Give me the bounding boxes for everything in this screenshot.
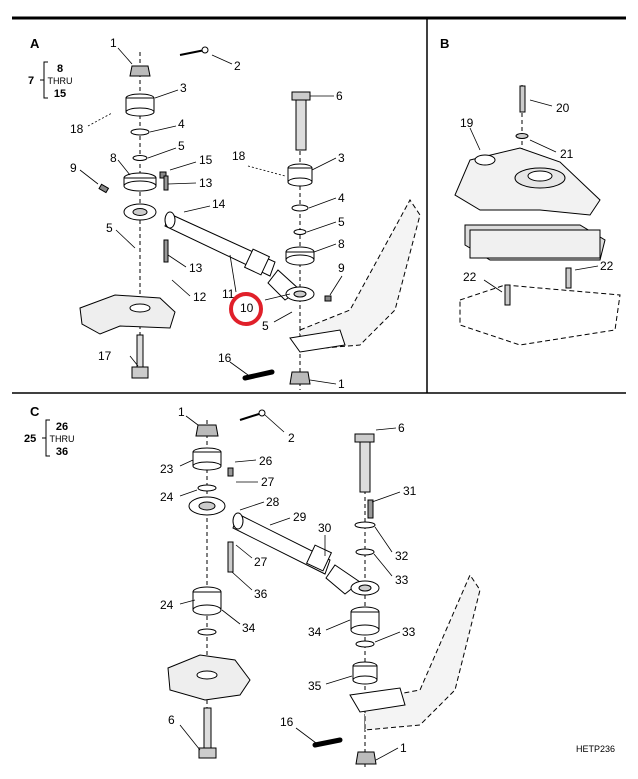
callout-label: 32 xyxy=(395,549,409,563)
callout-label: 34 xyxy=(308,625,322,639)
callout-label: 5 xyxy=(262,319,269,333)
callout-labels-c: 1 2 23 26 24 27 28 29 6 31 30 32 33 27 3… xyxy=(160,405,417,755)
callout-label: 4 xyxy=(338,191,345,205)
group-a-from: 8 xyxy=(57,63,63,75)
group-bracket-c: 25 26 THRU 36 xyxy=(24,419,75,458)
callout-label: 2 xyxy=(288,431,295,445)
callouts-b xyxy=(469,99,599,293)
panel-label-a: A xyxy=(30,36,40,51)
callout-label: 1 xyxy=(110,36,117,50)
callout-label: 16 xyxy=(218,351,232,365)
callout-label: 13 xyxy=(189,261,203,275)
callout-label: 8 xyxy=(110,151,117,165)
callout-label: 14 xyxy=(212,197,226,211)
callout-label: 36 xyxy=(254,587,268,601)
callout-label: 5 xyxy=(178,139,185,153)
callout-labels-b: 20 19 21 22 22 xyxy=(460,101,614,284)
callout-label: 1 xyxy=(178,405,185,419)
callout-label: 3 xyxy=(180,81,187,95)
callout-label: 27 xyxy=(261,475,275,489)
callout-label: 3 xyxy=(338,151,345,165)
callouts-a xyxy=(79,47,343,385)
callout-label: 9 xyxy=(70,161,77,175)
callout-label: 15 xyxy=(199,153,213,167)
callout-label: 1 xyxy=(338,377,345,391)
callout-label: 24 xyxy=(160,490,174,504)
group-a-lead: 7 xyxy=(28,75,34,87)
callout-label: 13 xyxy=(199,176,213,190)
group-c-lead: 25 xyxy=(24,433,36,445)
callout-label: 11 xyxy=(222,287,235,301)
callout-label: 18 xyxy=(232,149,246,163)
callout-label: 23 xyxy=(160,462,174,476)
callout-label: 31 xyxy=(403,484,417,498)
callout-label: 8 xyxy=(338,237,345,251)
callout-label: 24 xyxy=(160,598,174,612)
callout-label: 5 xyxy=(106,221,113,235)
group-bracket-a: 7 8 THRU 15 xyxy=(28,61,73,100)
frame xyxy=(12,16,626,394)
callout-label: 2 xyxy=(234,59,241,73)
callout-label: 12 xyxy=(193,290,207,304)
callout-label: 34 xyxy=(242,621,256,635)
panel-a-drawing xyxy=(79,46,421,390)
figure-code: HETP236 xyxy=(576,744,615,754)
highlight-circle xyxy=(229,292,263,326)
callout-label: 33 xyxy=(395,573,409,587)
callout-label: 28 xyxy=(266,495,280,509)
panel-label-b: B xyxy=(440,36,449,51)
callout-label: 21 xyxy=(560,147,574,161)
group-c-to: 36 xyxy=(56,446,68,458)
callout-label: 22 xyxy=(600,259,614,273)
callout-label: 17 xyxy=(98,349,112,363)
callout-label: 6 xyxy=(336,89,343,103)
callout-label: 4 xyxy=(178,117,185,131)
callout-label: 19 xyxy=(460,116,474,130)
callout-label: 16 xyxy=(280,715,294,729)
callout-label: 10 xyxy=(240,301,254,315)
callout-label: 22 xyxy=(463,270,477,284)
callout-label: 6 xyxy=(168,713,175,727)
callout-label: 33 xyxy=(402,625,416,639)
callout-label: 1 xyxy=(400,741,407,755)
group-a-thru: THRU xyxy=(48,76,73,86)
group-a-to: 15 xyxy=(54,88,66,100)
callout-label: 9 xyxy=(338,261,345,275)
callout-label: 6 xyxy=(398,421,405,435)
callout-labels-a: 1 2 3 18 4 8 5 15 13 9 14 5 13 12 11 10 … xyxy=(70,36,345,391)
callout-label: 26 xyxy=(259,454,273,468)
panel-c-drawing xyxy=(167,409,481,770)
callouts-c xyxy=(179,414,401,761)
panel-b-drawing xyxy=(454,85,621,346)
callout-label: 35 xyxy=(308,679,322,693)
callout-label: 30 xyxy=(318,521,332,535)
callout-label: 18 xyxy=(70,122,84,136)
callout-label: 27 xyxy=(254,555,268,569)
callout-label: 29 xyxy=(293,510,307,524)
panel-label-c: C xyxy=(30,404,40,419)
group-c-from: 26 xyxy=(56,421,68,433)
callout-label: 20 xyxy=(556,101,570,115)
callout-label: 5 xyxy=(338,215,345,229)
group-c-thru: THRU xyxy=(50,434,75,444)
